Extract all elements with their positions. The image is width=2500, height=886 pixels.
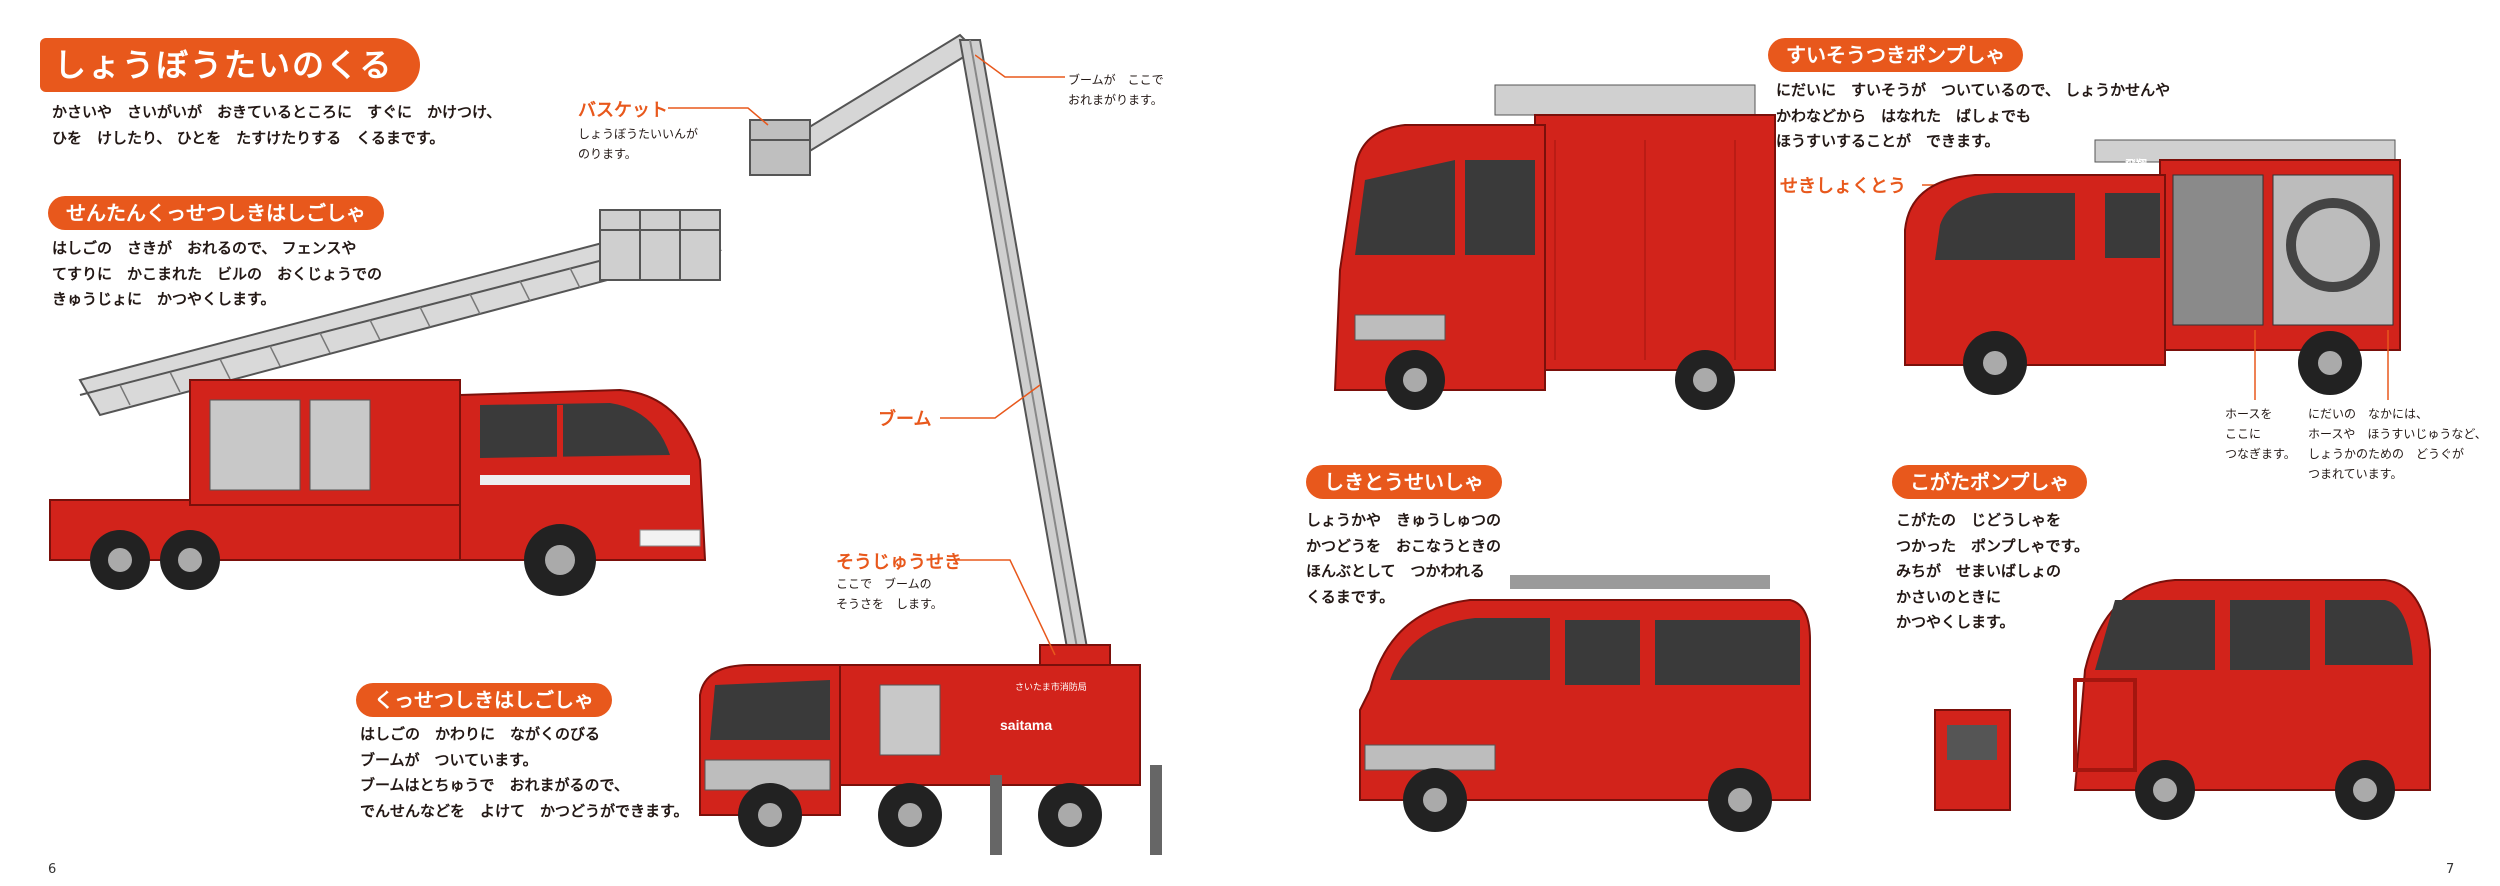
console-note: ここで ブームの そうさを します。 xyxy=(836,577,943,611)
sentan-heading: せんたんくっせつしきはしごしゃ xyxy=(48,196,384,230)
basket-note: しょうぼうたいいんが のります。 xyxy=(578,127,699,161)
boom-leader xyxy=(940,384,1041,419)
kussetsu-text: はしごの かわりに ながくのびる ブームが ついています。 ブームはとちゅうで … xyxy=(360,725,689,820)
hose-note: ホースを ここに つなぎます。 xyxy=(2225,407,2296,461)
kogata-heading: こがたポンプしゃ xyxy=(1892,465,2088,499)
cargo-note: にだいの なかには、 ホースや ほうすいじゅうなど、 しょうかのための どうぐが… xyxy=(2308,407,2487,481)
tank-pumper-illustration xyxy=(1333,84,1776,410)
command-van-illustration xyxy=(1359,575,1811,832)
tank-pumper-side-illustration: 飛翔 xyxy=(1904,139,2401,395)
bend-note: ブームが ここで おれまがります。 xyxy=(1068,73,1164,107)
mini-pumper-illustration xyxy=(1934,579,2431,820)
shiki-text: しょうかや きゅうしゅつの かつどうを おこなうときの ほんぶとして つかわれる… xyxy=(1306,511,1502,606)
kogata-text: こがたの じどうしゃを つかった ポンプしゃです。 みちが せまいばしょの かさ… xyxy=(1896,511,2090,631)
suisou-heading: すいそうつきポンプしゃ xyxy=(1768,38,2024,72)
basket-leader xyxy=(668,107,769,126)
sentan-text: はしごの さきが おれるので、 フェンスや てすりに かこまれた ビルの おくじ… xyxy=(52,239,383,308)
articulating-boom-truck-illustration: saitama さいたま市消防局 xyxy=(699,33,1162,855)
cargo-leader xyxy=(2387,330,2389,400)
suisou-text: にだいに すいそうが ついているので、 しょうかせんや かわなどから はなれた … xyxy=(1776,81,2171,150)
bend-leader xyxy=(975,54,1065,78)
page-number-right: 7 xyxy=(2446,862,2455,877)
side-plate: 飛翔 xyxy=(2124,157,2147,171)
boom-label: ブーム xyxy=(878,409,932,430)
basket-label: バスケット xyxy=(578,100,668,121)
shiki-heading: しきとうせいしゃ xyxy=(1306,465,1502,499)
page-number-left: 6 xyxy=(48,862,57,877)
console-leader xyxy=(955,559,1056,656)
console-label: そうじゅうせき xyxy=(836,552,962,573)
truck-side-logo: saitama xyxy=(1000,717,1052,733)
truck-side-fd-label: さいたま市消防局 xyxy=(1015,681,1087,693)
hose-leader xyxy=(2254,330,2256,400)
sekishoku-label: せきしょくとう xyxy=(1780,176,1906,197)
kussetsu-heading: くっせつしきはしごしゃ xyxy=(356,683,612,717)
intro-text: かさいや さいがいが おきているところに すぐに かけつけ、 ひを けしたり、 … xyxy=(52,103,502,147)
page-title: しょうぼうたいのくるま xyxy=(40,38,420,138)
fire-engine-ladder-illustration xyxy=(49,209,722,596)
